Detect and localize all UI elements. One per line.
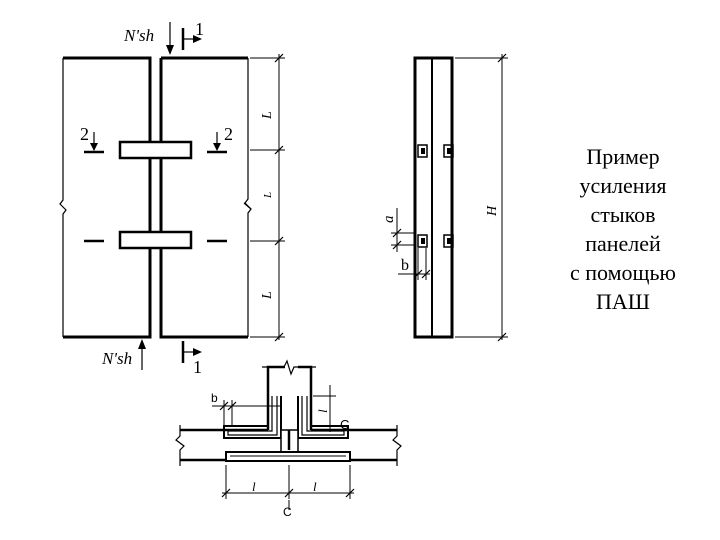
caption: Пример усиления стыков панелей с помощью…: [548, 142, 698, 316]
section-2-left-label: 2: [80, 124, 89, 144]
detail-l-right-label: l: [313, 479, 317, 494]
left-break-line: [59, 58, 67, 337]
section-2-left-arrowhead: [90, 143, 98, 151]
force-bottom-arrowhead: [138, 339, 146, 349]
dim-a-label: a: [381, 216, 397, 224]
force-top-arrowhead: [166, 45, 174, 55]
dim-h-slashes: [497, 53, 507, 342]
force-bottom-label: N'sh: [101, 349, 132, 368]
section-1-top-label: 1: [195, 19, 204, 39]
caption-line-1: Пример: [586, 144, 660, 169]
caption-line-3: стыков: [590, 202, 656, 227]
detail-b-label: b: [211, 391, 218, 405]
dim-a-slashes: [392, 228, 402, 250]
detail-dim-b-slashes: [219, 401, 237, 411]
detail-dim-b: [212, 400, 280, 426]
detail-c-bottom-label: C: [283, 505, 292, 519]
dim-h-label: H: [485, 205, 500, 217]
caption-line-2: усиления: [579, 173, 667, 198]
anchor-bottom-left: [417, 234, 428, 248]
joint-plate-top: [118, 140, 193, 160]
right-break-line: [244, 58, 252, 337]
dim-b-slashes: [413, 269, 431, 279]
detail-c-right-label: C: [340, 417, 349, 432]
section-1-bottom-label: 1: [193, 357, 202, 377]
caption-line-6: ПАШ: [596, 289, 650, 314]
anchor-bottom-right: [443, 234, 454, 248]
section-2-right-arrowhead: [213, 143, 221, 151]
caption-line-4: панелей: [585, 231, 661, 256]
dim-l2-label: L: [262, 192, 274, 199]
anchor-top-left-fill: [421, 148, 425, 154]
detail-slab-break-left: [175, 425, 185, 466]
detail-slab-break-right: [392, 425, 402, 466]
detail-l-left-label: l: [252, 479, 256, 494]
dim-l3-label: L: [260, 291, 275, 300]
dim-l1-label: L: [260, 111, 275, 120]
side-panel: [413, 56, 454, 339]
anchor-top-right-fill: [447, 148, 451, 154]
detail-column: [266, 365, 313, 430]
joint-detail: [175, 359, 402, 510]
section-2-right-label: 2: [224, 124, 233, 144]
left-panel-outline: [63, 56, 152, 339]
bracket-left-inner: [227, 396, 278, 436]
dim-a-ticks: [391, 232, 416, 246]
dim-h-ticks: [455, 57, 508, 338]
anchor-bottom-left-fill: [421, 238, 425, 244]
dim-l-ticks: [250, 57, 285, 338]
detail-l-vertical-label: l: [315, 409, 330, 413]
anchor-bottom-right-fill: [447, 238, 451, 244]
section-1-bottom-arrowhead: [193, 348, 202, 356]
detail-column-break: [262, 359, 316, 376]
right-break-line-2: [243, 202, 252, 210]
dim-b-label: b: [401, 257, 409, 274]
caption-line-5: с помощью: [570, 260, 676, 285]
dim-l-slashes: [274, 53, 284, 342]
side-view: [391, 53, 508, 342]
anchor-top-right: [443, 144, 454, 158]
right-panel-outline: [159, 56, 248, 339]
detail-dim-horizontal-slashes: [221, 488, 355, 498]
joint-plate-bottom: [118, 230, 193, 250]
anchor-top-left: [417, 144, 428, 158]
detail-dim-l-vertical-ticks: [313, 395, 336, 427]
section-1-top-arrowhead: [193, 35, 202, 43]
force-top-label: N'sh: [123, 26, 154, 45]
bracket-right-inner: [301, 396, 345, 436]
front-view: [59, 22, 285, 370]
